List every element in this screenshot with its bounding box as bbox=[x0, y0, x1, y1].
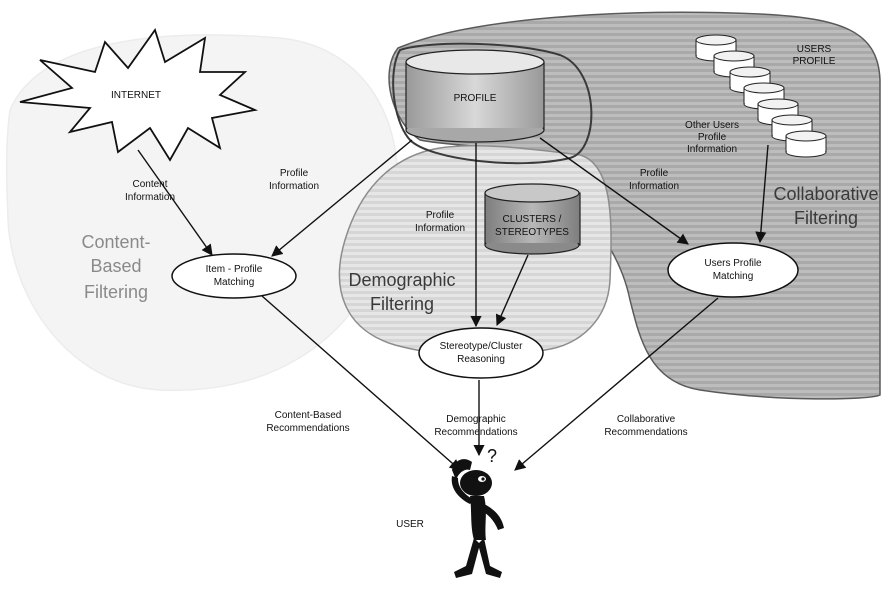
profile-container bbox=[392, 42, 593, 165]
users-profile-label-2: PROFILE bbox=[793, 56, 836, 67]
item-profile-matching-node bbox=[171, 253, 297, 299]
internet-label: INTERNET bbox=[111, 90, 161, 101]
arrow-internet-to-item-matching bbox=[137, 149, 213, 256]
content-based-recommendations-label-1: Content-Based bbox=[275, 410, 342, 421]
users-profile-stack bbox=[695, 34, 827, 158]
internet-burst bbox=[19, 27, 259, 162]
stereotype-reasoning-label-2: Reasoning bbox=[457, 354, 505, 365]
profile-information-mid-label-2: Information bbox=[415, 223, 465, 234]
item-profile-matching-label-2: Matching bbox=[214, 277, 255, 288]
collaborative-title-2: Filtering bbox=[794, 208, 858, 228]
user-figure-icon bbox=[451, 459, 504, 578]
content-information-label-2: Information bbox=[125, 192, 175, 203]
collaborative-recommendations-label-1: Collaborative bbox=[617, 414, 676, 425]
profile-database-icon bbox=[405, 49, 545, 143]
arrow-clusters-to-stereotype bbox=[495, 254, 529, 327]
content-based-title-1: Content- bbox=[81, 232, 150, 252]
profile-information-right-label-1: Profile bbox=[640, 168, 669, 179]
users-profile-label-1: USERS bbox=[797, 44, 832, 55]
demographic-title-2: Filtering bbox=[370, 294, 434, 314]
collaborative-recommendations-label-2: Recommendations bbox=[604, 427, 687, 438]
user-thought-question: ? bbox=[487, 446, 497, 466]
other-users-label-2: Profile bbox=[698, 132, 727, 143]
users-profile-matching-label-1: Users Profile bbox=[704, 258, 762, 269]
profile-information-left-label-2: Information bbox=[269, 181, 319, 192]
demographic-recommendations-label-1: Demographic bbox=[446, 414, 505, 425]
arrow-profile-to-users-matching bbox=[539, 137, 689, 245]
other-users-label-3: Information bbox=[687, 144, 737, 155]
clusters-database-icon bbox=[484, 183, 581, 255]
content-based-recommendations-label-2: Recommendations bbox=[266, 423, 349, 434]
stereotype-reasoning-label-1: Stereotype/Cluster bbox=[440, 341, 523, 352]
users-profile-matching-node bbox=[667, 242, 799, 298]
arrow-collaborative-recommendation bbox=[514, 297, 719, 471]
user-profile-cylinder-icon bbox=[785, 130, 827, 158]
content-information-label-1: Content bbox=[132, 179, 167, 190]
profile-information-mid-label-1: Profile bbox=[426, 210, 455, 221]
demographic-recommendations-label-2: Recommendations bbox=[434, 427, 517, 438]
arrow-users-profile-to-matching bbox=[755, 144, 769, 244]
other-users-label-1: Other Users bbox=[685, 120, 739, 131]
users-profile-matching-label-2: Matching bbox=[713, 271, 754, 282]
user-label: USER bbox=[396, 519, 424, 530]
clusters-label-2: STEREOTYPES bbox=[495, 227, 569, 238]
arrow-profile-to-item-matching bbox=[271, 139, 413, 257]
profile-information-left-label-1: Profile bbox=[280, 168, 309, 179]
item-profile-matching-label-1: Item - Profile bbox=[206, 264, 263, 275]
demographic-title-1: Demographic bbox=[348, 270, 455, 290]
content-based-title-2: Based bbox=[90, 256, 141, 276]
profile-label: PROFILE bbox=[454, 93, 497, 104]
clusters-label-1: CLUSTERS / bbox=[503, 214, 562, 225]
content-based-title-3: Filtering bbox=[84, 282, 148, 302]
stereotype-reasoning-node bbox=[418, 327, 544, 379]
arrow-content-based-recommendation bbox=[261, 295, 461, 471]
collaborative-title-1: Collaborative bbox=[773, 184, 878, 204]
profile-information-right-label-2: Information bbox=[629, 181, 679, 192]
